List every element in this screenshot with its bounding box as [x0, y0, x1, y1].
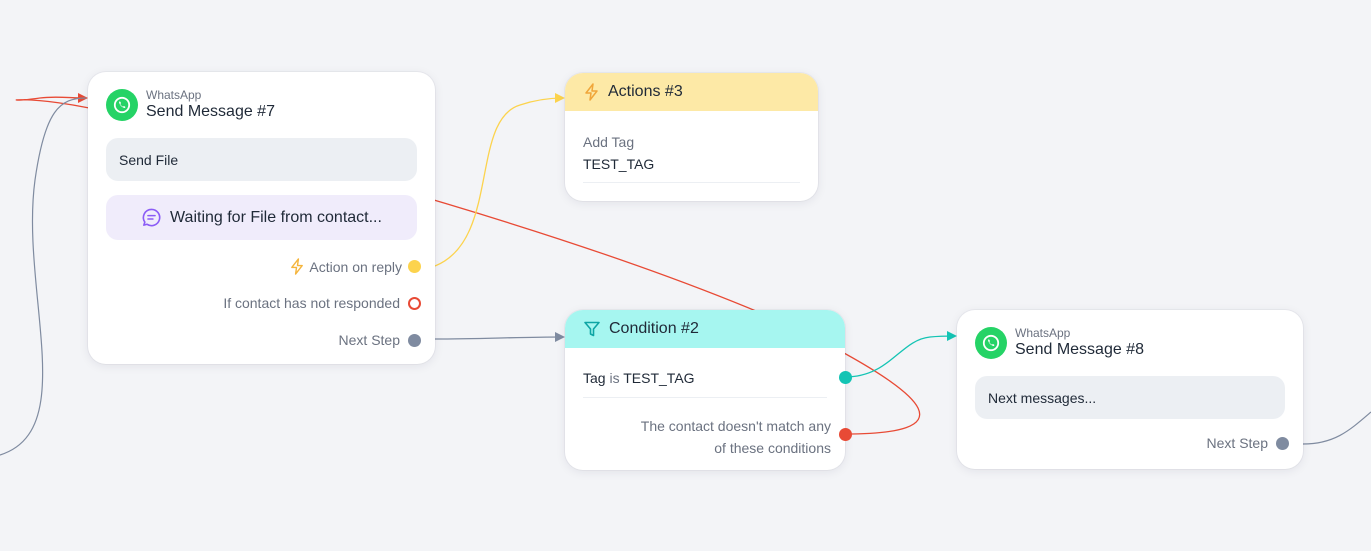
node-title: Send Message #8: [1015, 341, 1144, 358]
edge-next-step-send7[interactable]: [434, 332, 565, 343]
node-app-label: WhatsApp: [1015, 326, 1071, 340]
action-value: TEST_TAG: [583, 156, 655, 172]
condition-match-port[interactable]: [839, 371, 852, 384]
filter-icon: [583, 320, 601, 338]
actions-header: Actions #3: [565, 73, 818, 111]
edge-action-on-reply[interactable]: [434, 93, 565, 267]
node-send-message-8[interactable]: WhatsApp Send Message #8 Next messages..…: [957, 310, 1303, 469]
rule-operator: is: [609, 370, 620, 386]
send-file-label: Send File: [119, 151, 179, 168]
send-file-block[interactable]: Send File: [106, 138, 417, 181]
next-step-port[interactable]: [1276, 436, 1289, 450]
no-match-text: The contact doesn't match any of these c…: [641, 415, 831, 459]
no-match-line2: of these conditions: [714, 440, 831, 456]
not-responded-row: If contact has not responded: [223, 295, 421, 311]
node-condition-2[interactable]: Condition #2 Tag is TEST_TAG The contact…: [565, 310, 852, 470]
edge-next-step-send8[interactable]: [1302, 411, 1371, 445]
next-step-row: Next Step: [1207, 435, 1289, 451]
whatsapp-icon: [975, 327, 1007, 359]
node-send-message-7[interactable]: WhatsApp Send Message #7 Send File Waiti…: [88, 72, 435, 364]
lightning-icon: [583, 83, 600, 101]
action-type: Add Tag: [583, 134, 635, 150]
next-messages-label: Next messages...: [988, 389, 1097, 406]
node-app-label: WhatsApp: [146, 88, 202, 102]
action-on-reply-label: Action on reply: [309, 258, 402, 275]
condition-header: Condition #2: [565, 310, 845, 348]
next-step-label: Next Step: [1206, 435, 1268, 451]
waiting-label: Waiting for File from contact...: [170, 208, 382, 226]
not-responded-label: If contact has not responded: [223, 295, 400, 311]
condition-title: Condition #2: [609, 320, 699, 337]
next-step-label: Next Step: [338, 332, 400, 348]
node-actions-3[interactable]: Actions #3 Add Tag TEST_TAG: [565, 73, 818, 201]
waiting-for-file-block[interactable]: Waiting for File from contact...: [106, 195, 417, 240]
whatsapp-icon: [106, 89, 138, 121]
chat-bubble-icon: [141, 207, 162, 228]
rule-field: Tag: [583, 370, 606, 386]
next-messages-block[interactable]: Next messages...: [975, 376, 1285, 419]
action-on-reply-port[interactable]: [408, 260, 421, 273]
edge-incoming-left[interactable]: [0, 97, 87, 456]
not-responded-port[interactable]: [408, 296, 421, 310]
edge-condition-match[interactable]: [844, 331, 957, 378]
action-on-reply-row: Action on reply: [289, 258, 421, 275]
condition-rule: Tag is TEST_TAG: [565, 348, 845, 387]
next-step-row: Next Step: [339, 332, 421, 348]
lightning-icon: [289, 258, 305, 275]
no-match-line1: The contact doesn't match any: [640, 418, 831, 434]
condition-no-match-port[interactable]: [839, 428, 852, 441]
actions-title: Actions #3: [608, 83, 683, 100]
node-title: Send Message #7: [146, 103, 275, 120]
next-step-port[interactable]: [408, 333, 421, 347]
rule-value: TEST_TAG: [623, 370, 695, 386]
